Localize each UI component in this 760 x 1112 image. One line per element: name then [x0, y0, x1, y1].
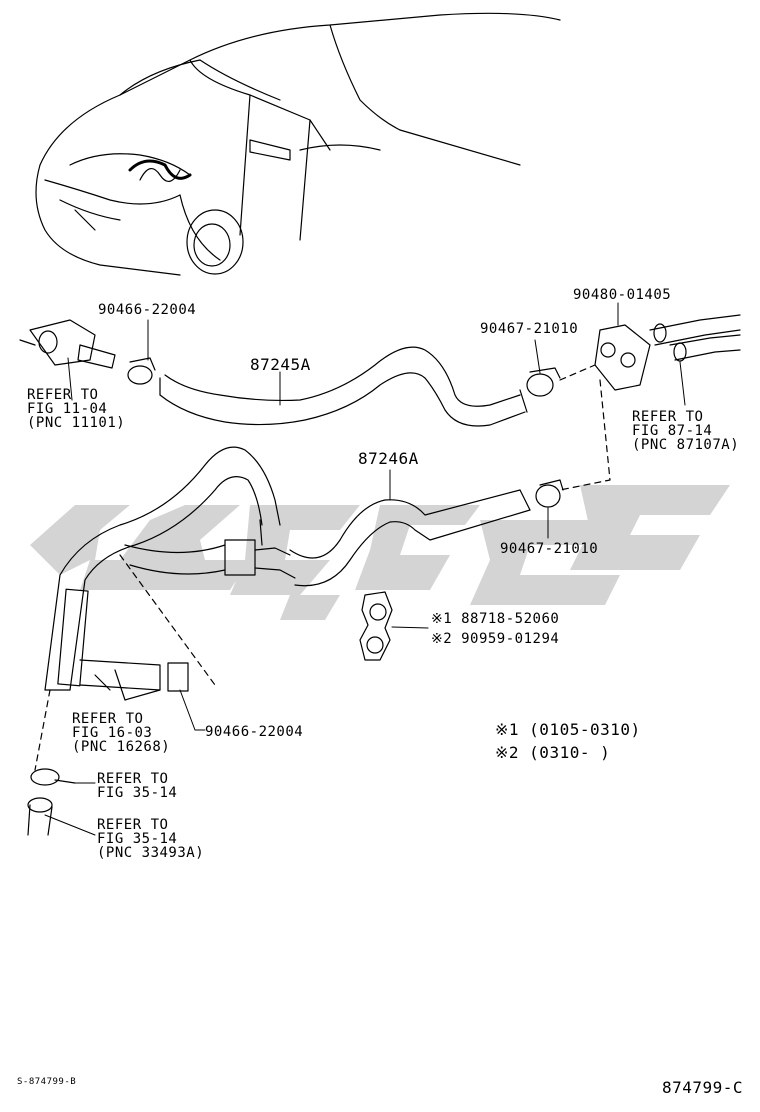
ref-fig-35-14-a: REFER TO FIG 35-14 — [97, 772, 177, 800]
heater-pipes-right — [649, 314, 741, 362]
pipe-bottom — [27, 797, 53, 836]
part-label-90959: ※2 90959-01294 — [431, 631, 560, 647]
clamp-top-left — [127, 357, 156, 385]
ref-line: (PNC 33493A) — [97, 845, 205, 861]
ref-line: FIG 35-14 — [97, 785, 178, 801]
ref-line: (PNC 87107A) — [632, 437, 740, 453]
heater-fitting-left — [19, 319, 116, 401]
ref-line: REFER TO — [97, 817, 169, 833]
ref-fig-11-04: REFER TO FIG 11-04 (PNC 11101) — [27, 388, 125, 430]
part-label-90466-bottom: 90466-22004 — [205, 724, 304, 740]
ref-line: REFER TO — [72, 711, 144, 727]
hose-87245A — [159, 346, 528, 427]
ref-line: REFER TO — [632, 409, 704, 425]
ref-line: REFER TO — [27, 387, 99, 403]
part-label-90466-top: 90466-22004 — [98, 302, 197, 318]
note-1: ※1 (0105-0310) — [495, 720, 641, 739]
ref-line: FIG 16-03 — [72, 725, 153, 741]
grommet-90480 — [594, 324, 651, 391]
part-label-87245A: 87245A — [250, 355, 311, 374]
clamp-mid-right — [535, 479, 564, 508]
clamp-top-right — [526, 367, 561, 397]
ref-line: (PNC 11101) — [27, 415, 126, 431]
ref-line: REFER TO — [97, 771, 169, 787]
ref-line: (PNC 16268) — [72, 739, 171, 755]
ref-line: FIG 87-14 — [632, 423, 713, 439]
note-2: ※2 (0310- ) — [495, 743, 611, 762]
double-clamp-88718 — [359, 591, 393, 661]
part-label-90467-mid: 90467-21010 — [500, 541, 599, 557]
part-label-88718: ※1 88718-52060 — [431, 611, 560, 627]
ref-fig-35-14-b: REFER TO FIG 35-14 (PNC 33493A) — [97, 818, 204, 860]
heater-fitting-bottom — [79, 659, 189, 701]
leader-lines — [44, 302, 686, 836]
part-label-87246A: 87246A — [358, 449, 419, 468]
watermark-logo — [30, 485, 730, 620]
guide-lines — [34, 364, 611, 771]
ref-line: FIG 11-04 — [27, 401, 108, 417]
footer-left-code: S-874799-B — [17, 1077, 77, 1087]
ref-fig-16-03: REFER TO FIG 16-03 (PNC 16268) — [72, 712, 170, 754]
footer-right-code: 874799-C — [662, 1078, 744, 1097]
ref-fig-87-14: REFER TO FIG 87-14 (PNC 87107A) — [632, 410, 739, 452]
hose-87246A — [44, 446, 531, 691]
car-illustration — [35, 12, 561, 276]
part-label-90467-top: 90467-21010 — [480, 321, 579, 337]
clamp-bottom — [30, 768, 76, 786]
ref-line: FIG 35-14 — [97, 831, 178, 847]
part-label-90480: 90480-01405 — [573, 287, 672, 303]
